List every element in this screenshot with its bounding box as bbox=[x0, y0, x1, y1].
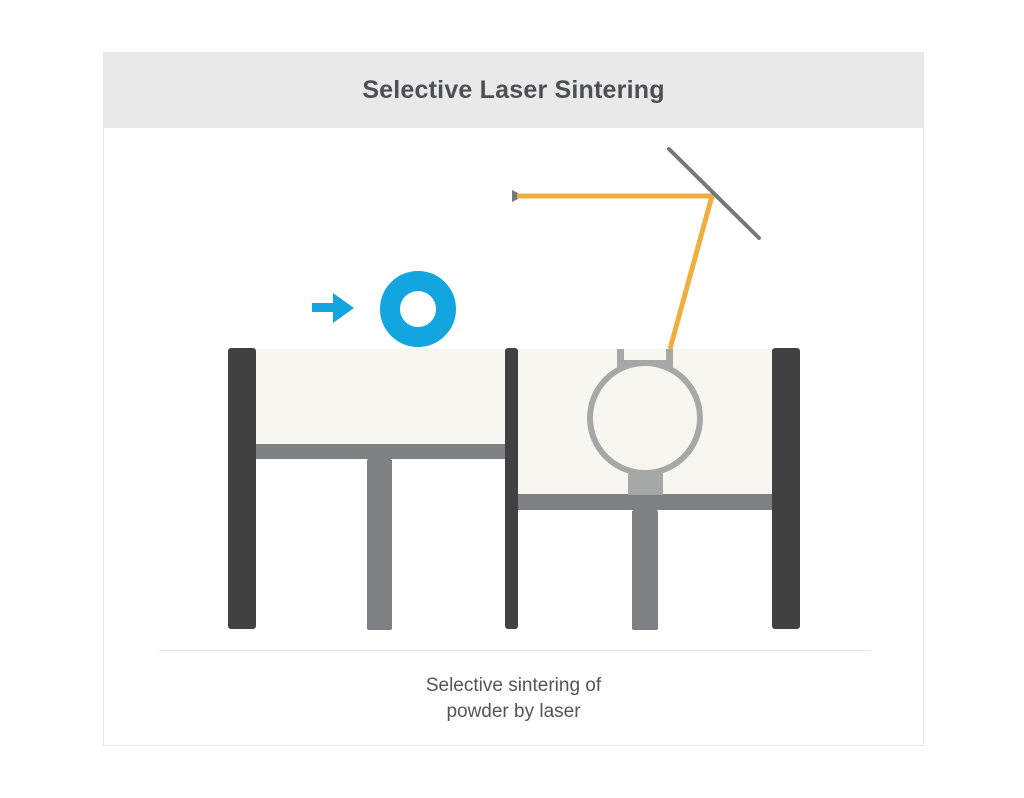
recoater-roller bbox=[380, 271, 456, 347]
part-neck-left bbox=[617, 349, 624, 367]
arrow-right-icon bbox=[312, 293, 354, 323]
build-piston-plate bbox=[518, 494, 772, 510]
center-divider-wall bbox=[505, 348, 518, 629]
part-neck-right bbox=[666, 349, 673, 367]
laser-beam bbox=[517, 193, 715, 350]
supply-piston-plate bbox=[256, 444, 506, 459]
part-neck-bar bbox=[617, 360, 673, 366]
caption-divider bbox=[159, 650, 871, 651]
right-outer-wall bbox=[772, 348, 800, 629]
caption-line-2: powder by laser bbox=[446, 701, 581, 722]
supply-piston-rod bbox=[367, 459, 392, 630]
powder-supply-bed bbox=[256, 349, 506, 444]
laser-source-icon bbox=[512, 190, 518, 202]
header-bar: Selective Laser Sintering bbox=[104, 53, 923, 128]
diagram-title: Selective Laser Sintering bbox=[362, 76, 665, 104]
build-piston-rod bbox=[632, 510, 658, 630]
diagram-caption: Selective sintering of powder by laser bbox=[104, 673, 923, 725]
scanning-mirror bbox=[667, 147, 761, 240]
left-outer-wall bbox=[228, 348, 256, 629]
caption-line-1: Selective sintering of bbox=[425, 675, 602, 696]
